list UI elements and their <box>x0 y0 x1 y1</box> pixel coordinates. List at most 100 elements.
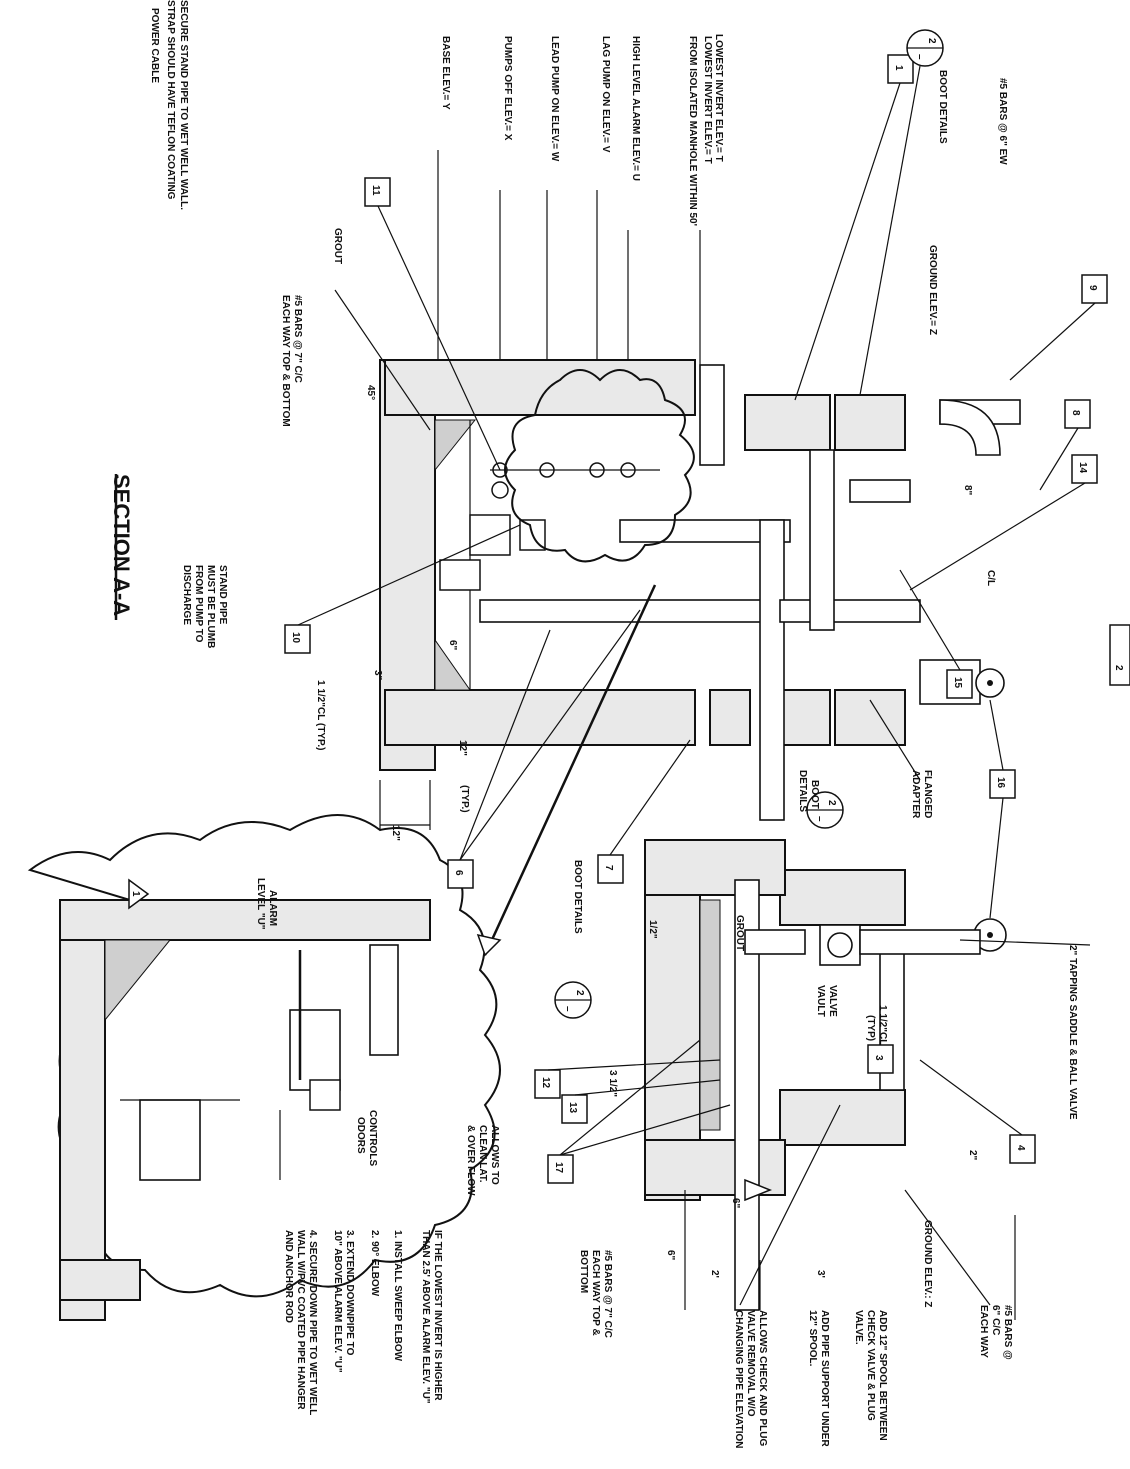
notes-item-3: 3. EXTEND DOWNPIPE TO <box>344 1230 355 1356</box>
label-bars-6cc-1: #5 BARS @ <box>1002 1305 1013 1360</box>
label-45: 45° <box>365 385 376 400</box>
detail-bubble-number-3: 2 <box>574 990 585 996</box>
label-isolated-manhole: FROM ISOLATED MANHOLE WITHIN 50' <box>687 36 698 226</box>
notes-item-4: 4. SECURE DOWN PIPE TO WET WELL <box>307 1230 318 1415</box>
callout-13: 13 <box>567 1102 578 1114</box>
callout-11: 11 <box>370 185 381 196</box>
detail-drawing <box>59 899 431 1321</box>
label-boot-details-top: BOOT DETAILS <box>937 70 948 144</box>
callout-9: 9 <box>1087 285 1098 291</box>
detail-bubble-number: 2 <box>926 38 937 44</box>
label-strap-teflon: STRAP SHOULD HAVE TEFLON COATING <box>165 0 176 200</box>
label-6in: 6" <box>447 640 458 651</box>
label-allows-clean-2: CLEAN LAT. <box>477 1125 488 1183</box>
label-lag-pump-on: LAG PUMP ON ELEV.= V <box>600 36 611 153</box>
callout-2-edge: 2 <box>1113 665 1124 671</box>
detail-bubble-number-2: 2 <box>826 800 837 806</box>
label-half-in: 1/2" <box>647 920 658 939</box>
label-boot-details-lower: BOOT DETAILS <box>572 860 583 934</box>
label-ground-elev-z2: GROUND ELEV.: Z <box>922 1220 933 1307</box>
label-alarm: ALARM <box>267 890 278 926</box>
label-bars-7cc: #5 BARS @ 7" C/C <box>292 295 303 383</box>
callout-15: 15 <box>952 677 963 689</box>
label-alarm-level: LEVEL "U" <box>255 878 266 930</box>
label-allows-clean-1: ALLOWS TO <box>489 1125 500 1185</box>
float-switches <box>490 462 660 478</box>
detail-bubble-sheet-3: – <box>562 1006 573 1012</box>
valve-vault <box>644 839 1007 1311</box>
label-cl-typ: 1 1/2"CL (TYP.) <box>315 680 326 751</box>
label-grout: GROUT <box>332 228 343 264</box>
callout-7: 7 <box>603 865 614 871</box>
label-bars-7b-3: BOTTOM <box>578 1250 589 1293</box>
notes-item-1: 1. INSTALL SWEEP ELBOW <box>392 1230 403 1362</box>
label-6in-c: 6" <box>665 1250 676 1261</box>
label-spool-1: ADD 12" SPOOL BETWEEN <box>877 1310 888 1441</box>
label-boot: BOOT <box>809 780 820 809</box>
label-boot-details-mid: DETAILS <box>797 770 808 812</box>
label-stand-pipe-2: MUST BE PLUMB <box>205 565 216 648</box>
label-lead-pump-on: LEAD PUMP ON ELEV.= W <box>549 36 560 162</box>
notes-heading-1: IF THE LOWEST INVERT IS HIGHER <box>432 1230 443 1401</box>
label-3in: 3" <box>372 670 383 681</box>
label-power-cable: POWER CABLE <box>149 8 160 83</box>
label-stand-pipe-1: STAND PIPE <box>217 565 228 625</box>
grout-fillet <box>434 419 477 472</box>
label-6in-b: 6" <box>730 1198 741 1209</box>
label-3-half: 3 1/2" <box>607 1070 618 1097</box>
label-stand-pipe-3: FROM PUMP TO <box>193 565 204 643</box>
label-stand-pipe-4: DISCHARGE <box>181 565 192 625</box>
notes-block: IF THE LOWEST INVERT IS HIGHER THAN 2.5'… <box>283 1230 443 1415</box>
elevation-label-column: POWER CABLE SECURE STAND PIPE TO WET WEL… <box>149 0 724 226</box>
label-base: BASE ELEV.= Y <box>440 36 451 110</box>
label-12-typ: 12" <box>457 740 468 756</box>
callout-6: 6 <box>453 870 464 876</box>
label-support-1: ADD PIPE SUPPORT UNDER <box>819 1310 830 1447</box>
label-bars-7cc-b: EACH WAY TOP & BOTTOM <box>280 295 291 427</box>
notes-heading-2: THAN 2.5' ABOVE ALARM ELEV. "U" <box>420 1230 431 1404</box>
label-vault-typ: (TYP) <box>865 1015 876 1041</box>
callout-4: 4 <box>1015 1145 1026 1151</box>
label-typ: (TYP.) <box>459 785 470 813</box>
leader-lines <box>297 65 1096 1320</box>
detail-arrow <box>483 584 657 956</box>
detail-bubble-sheet-2: – <box>814 816 825 822</box>
detail-bubble-sheet: – <box>914 54 925 60</box>
label-allows-3: CHANGING PIPE ELEVATION <box>733 1310 744 1449</box>
notes-item-2: 2. 90° ELBOW <box>369 1230 380 1297</box>
callout-3: 3 <box>873 1055 884 1061</box>
label-stand-pipe-secure: SECURE STAND PIPE TO WET WELL WALL. <box>178 0 189 210</box>
label-high-level-alarm: HIGH LEVEL ALARM ELEV.= U <box>630 36 641 181</box>
callout-12: 12 <box>540 1077 551 1089</box>
label-flanged: FLANGED <box>922 770 933 818</box>
callout-14: 14 <box>1077 462 1088 474</box>
label-allows-1: ALLOWS CHECK AND PLUG <box>757 1310 768 1447</box>
callout-boxes: 1 9 8 14 11 10 15 16 6 7 3 4 12 13 17 2 <box>284 54 1130 1184</box>
label-invert: LOWEST INVERT ELEV.= T <box>702 36 713 164</box>
label-cl: C/L <box>985 570 996 586</box>
label-8in: 8" <box>962 485 973 496</box>
label-grout-vault: GROUT <box>734 915 745 951</box>
annotation-labels: BOOT DETAILS #5 BARS @ 6" EW GROUND ELEV… <box>181 70 1078 1449</box>
wet-well <box>379 359 906 771</box>
label-valve: VALVE <box>827 985 838 1017</box>
discharge-piping <box>479 364 1021 821</box>
label-ground-elev-z: GROUND ELEV.= Z <box>927 245 938 335</box>
label-bars-6cc-2: 6" C/C <box>990 1305 1001 1335</box>
callout-16: 16 <box>995 777 1006 789</box>
label-12: 12" <box>390 825 401 841</box>
label-2ft: 2' <box>709 1270 720 1278</box>
section-title: SECTION A-A <box>109 474 134 616</box>
label-bars-7b-2: EACH WAY TOP & <box>590 1250 601 1336</box>
label-spool-3: VALVE. <box>853 1310 864 1345</box>
callout-10: 10 <box>290 632 301 644</box>
label-2in: 2" <box>967 1150 978 1161</box>
label-lowest-invert: LOWEST INVERT ELEV.= T <box>713 34 724 162</box>
label-bars-6-ew: #5 BARS @ 6" EW <box>997 78 1008 165</box>
label-3ft: 3' <box>815 1270 826 1278</box>
callout-1: 1 <box>893 65 904 71</box>
detail-bubbles: 2 – 2 – 2 – <box>554 29 944 1019</box>
label-pumps-off: PUMPS OFF ELEV.= X <box>502 36 513 141</box>
submersible-pump <box>439 481 546 591</box>
